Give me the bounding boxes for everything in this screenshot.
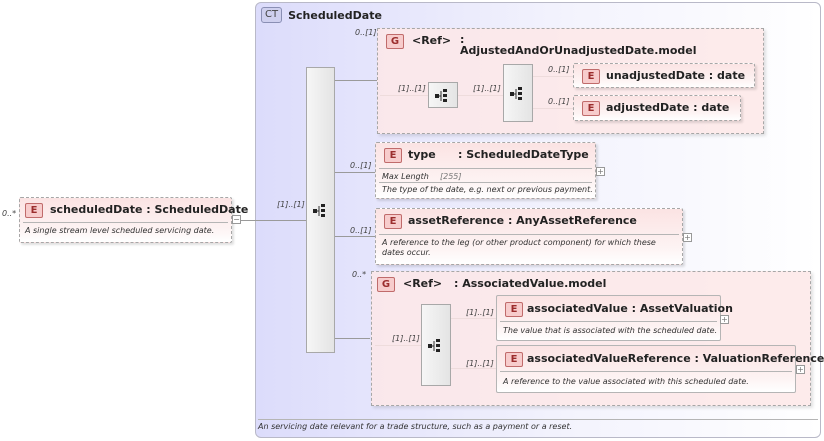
root-cardinality: 0..* (2, 209, 17, 218)
assocvalue-cardinality: [1]..[1] (466, 308, 494, 317)
complex-type-documentation: An servicing date relevant for a trade s… (258, 419, 818, 431)
group-ref: <Ref> (412, 34, 452, 47)
element-name: adjustedDate : date (606, 101, 730, 114)
main-sequence-compositor[interactable] (306, 67, 335, 353)
expand-icon[interactable]: + (796, 365, 805, 374)
connector-group1 (335, 80, 377, 81)
element-name: assetReference : AnyAssetReference (408, 214, 637, 227)
element-badge: E (25, 203, 43, 218)
element-badge: E (384, 214, 402, 229)
element-unadjustedDate[interactable]: E unadjustedDate : date (573, 63, 755, 88)
connector-type (335, 172, 375, 173)
element-type[interactable]: E type : ScheduledDateType Max Length [2… (375, 142, 596, 199)
group-ref: <Ref> (403, 277, 443, 290)
element-adjustedDate[interactable]: E adjustedDate : date (573, 95, 741, 121)
element-associatedValueReference[interactable]: E associatedValueReference : ValuationRe… (496, 345, 824, 393)
facet-label: Max Length (382, 172, 429, 181)
group1-cardinality: 0..[1] (355, 28, 377, 37)
ct-badge: CT (261, 7, 283, 23)
sequence-icon (313, 204, 325, 217)
sequence-icon (510, 87, 522, 100)
group1-sequence-compositor[interactable] (428, 82, 458, 108)
separator (23, 222, 228, 223)
element-badge: E (384, 148, 402, 163)
group2-cardinality: 0..* (352, 270, 367, 279)
group-name: : AssociatedValue.model (454, 277, 607, 290)
element-name: associatedValueReference : ValuationRefe… (527, 352, 824, 365)
type-cardinality: 0..[1] (350, 161, 372, 170)
element-badge: E (582, 101, 600, 116)
expand-icon[interactable]: + (683, 233, 692, 242)
group-badge: G (377, 277, 395, 292)
connector-asset (335, 236, 375, 237)
element-documentation: A reference to the leg (or other product… (382, 238, 656, 257)
collapse-icon[interactable]: − (232, 215, 241, 224)
complex-type-header: CT ScheduledDate (261, 7, 382, 23)
group-name: : AdjustedAndOrUnadjustedDate.model (460, 33, 697, 57)
group2-seq-cardinality: [1]..[1] (392, 334, 420, 343)
separator (500, 371, 792, 372)
group-badge: G (386, 34, 404, 49)
element-associatedValue[interactable]: E associatedValue : AssetValuation The v… (496, 295, 733, 341)
adjusted-cardinality: 0..[1] (548, 97, 570, 106)
unadjusted-cardinality: 0..[1] (548, 65, 570, 74)
sequence-icon (428, 339, 440, 352)
sequence-cardinality: [1]..[1] (277, 200, 305, 209)
connector-group2 (335, 338, 370, 339)
separator (379, 182, 592, 183)
group1-seq-cardinality: [1]..[1] (398, 84, 426, 93)
element-documentation: The type of the date, e.g. next or previ… (382, 185, 593, 194)
sequence-icon (435, 89, 447, 102)
asset-cardinality: 0..[1] (350, 226, 372, 235)
element-badge: E (505, 302, 523, 317)
element-assetReference[interactable]: E assetReference : AnyAssetReference A r… (375, 208, 683, 265)
root-element-scheduledDate[interactable]: E scheduledDate : ScheduledDate A single… (19, 197, 248, 243)
element-name: type (408, 148, 436, 161)
element-name: scheduledDate : ScheduledDate (50, 203, 249, 216)
element-documentation: A reference to the value associated with… (503, 377, 749, 386)
facet-value: [255] (440, 172, 462, 181)
element-badge: E (505, 352, 523, 367)
separator (379, 168, 592, 169)
group2-sequence-compositor[interactable] (421, 304, 451, 386)
element-type-name: : ScheduledDateType (458, 148, 589, 161)
group1-choice-compositor[interactable] (503, 64, 533, 122)
connector-root (232, 220, 308, 221)
complex-type-name: ScheduledDate (288, 8, 382, 22)
element-documentation: The value that is associated with the sc… (503, 326, 718, 335)
element-name: unadjustedDate : date (606, 69, 746, 82)
element-documentation: A single stream level scheduled servicin… (25, 226, 215, 235)
element-name: associatedValue : AssetValuation (527, 302, 733, 315)
expand-icon[interactable]: + (596, 167, 605, 176)
group1-choice-cardinality: [1]..[1] (473, 84, 501, 93)
expand-icon[interactable]: + (720, 315, 729, 324)
separator (500, 321, 717, 322)
element-badge: E (582, 69, 600, 84)
assocref-cardinality: [1]..[1] (466, 359, 494, 368)
separator (379, 234, 679, 235)
